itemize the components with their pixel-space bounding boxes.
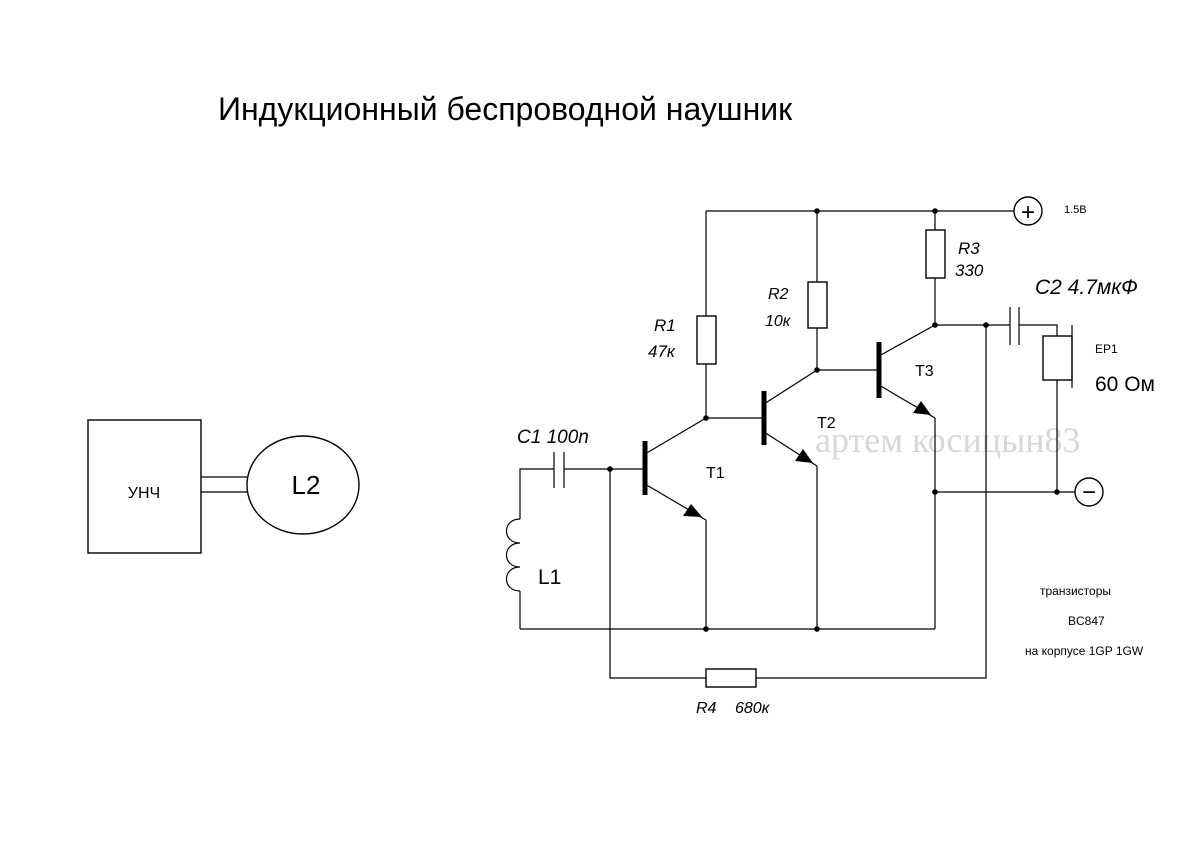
junction-dot xyxy=(814,208,820,214)
t3-emitter-arrow xyxy=(913,401,931,415)
watermark: артем косицын83 xyxy=(815,420,1081,460)
junction-dot xyxy=(607,466,613,472)
resistor-r2 xyxy=(807,281,828,329)
amplifier-label: УНЧ xyxy=(128,485,160,502)
junction-dot xyxy=(983,322,989,328)
t2-emitter-arrow xyxy=(795,449,813,463)
ep1-value: 60 Ом xyxy=(1095,373,1155,396)
t1-emitter-arrow xyxy=(683,504,702,517)
junction-dots xyxy=(607,208,1060,632)
l1-input-top xyxy=(519,468,554,519)
resistor-r4 xyxy=(705,668,757,688)
earphone-ep1-body xyxy=(1042,335,1073,381)
c2-label: C2 4.7мкФ xyxy=(1035,276,1138,299)
plus-symbol: + xyxy=(1021,199,1035,226)
r2-value: 10к xyxy=(765,313,792,330)
c2-to-earphone xyxy=(1019,324,1058,336)
t3-collector xyxy=(878,324,936,357)
r4-value: 680к xyxy=(735,700,771,717)
note-line1: транзисторы xyxy=(1040,584,1111,598)
c1-label: C1 100n xyxy=(517,427,589,448)
plus-terminal xyxy=(1013,196,1043,226)
junction-dot xyxy=(814,626,820,632)
junction-dot xyxy=(703,415,709,421)
junction-dot xyxy=(932,208,938,214)
junction-dot xyxy=(703,626,709,632)
feedback-left xyxy=(609,469,706,679)
t3-label: T3 xyxy=(915,363,934,380)
feedback-right xyxy=(756,325,987,679)
note-line2: BC847 xyxy=(1068,614,1105,628)
r2-name: R2 xyxy=(768,286,789,303)
r4-name: R4 xyxy=(696,700,717,717)
diagram-title: Индукционный беспроводной наушник xyxy=(218,91,793,127)
ep1-name: EP1 xyxy=(1095,342,1118,356)
t2-label: T2 xyxy=(817,415,836,432)
note-line3: на корпусе 1GP 1GW xyxy=(1025,644,1144,658)
coil-l1 xyxy=(505,518,521,592)
resistor-r3 xyxy=(925,229,946,279)
r1-value: 47к xyxy=(648,342,676,361)
coil-l1-label: L1 xyxy=(538,566,561,589)
t1-label: T1 xyxy=(706,465,725,482)
minus-terminal xyxy=(1074,477,1104,507)
resistor-r1 xyxy=(696,315,717,365)
r3-name: R3 xyxy=(958,239,980,258)
coil-l2-label: L2 xyxy=(292,470,321,500)
r1-name: R1 xyxy=(654,316,676,335)
supply-voltage-label: 1.5В xyxy=(1064,204,1087,216)
junction-dot xyxy=(1054,489,1060,495)
amplifier-block xyxy=(87,419,202,554)
r3-value: 330 xyxy=(955,261,984,280)
t1-collector xyxy=(644,417,707,455)
minus-symbol: − xyxy=(1082,479,1096,506)
junction-dot xyxy=(814,367,820,373)
junction-dot xyxy=(932,489,938,495)
coil-l2-loop xyxy=(246,435,360,535)
junction-dot xyxy=(932,322,938,328)
t2-collector xyxy=(763,369,818,405)
